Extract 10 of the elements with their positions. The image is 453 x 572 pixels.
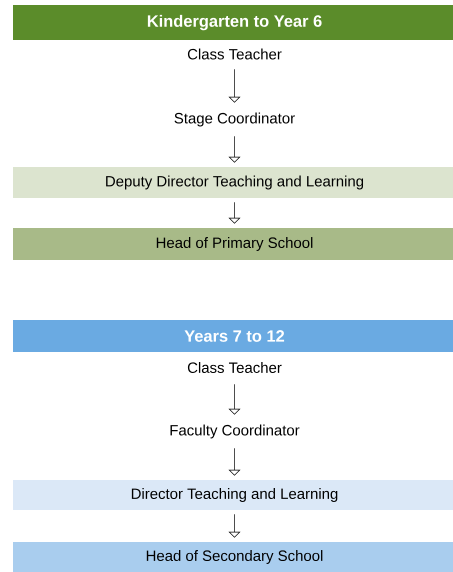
role-band: Head of Secondary School bbox=[13, 542, 453, 572]
role-band: Deputy Director Teaching and Learning bbox=[13, 167, 453, 198]
role-band: Head of Primary School bbox=[13, 228, 453, 260]
text-label: Class Teacher bbox=[188, 48, 282, 60]
title-band: Years 7 to 12 bbox=[13, 320, 453, 352]
role-band: Director Teaching and Learning bbox=[13, 480, 453, 510]
text-label: Class Teacher bbox=[188, 362, 282, 373]
text-label: Stage Coordinator bbox=[174, 112, 295, 126]
text-label: Faculty Coordinator bbox=[170, 424, 300, 438]
title-band: Kindergarten to Year 6 bbox=[13, 5, 453, 40]
